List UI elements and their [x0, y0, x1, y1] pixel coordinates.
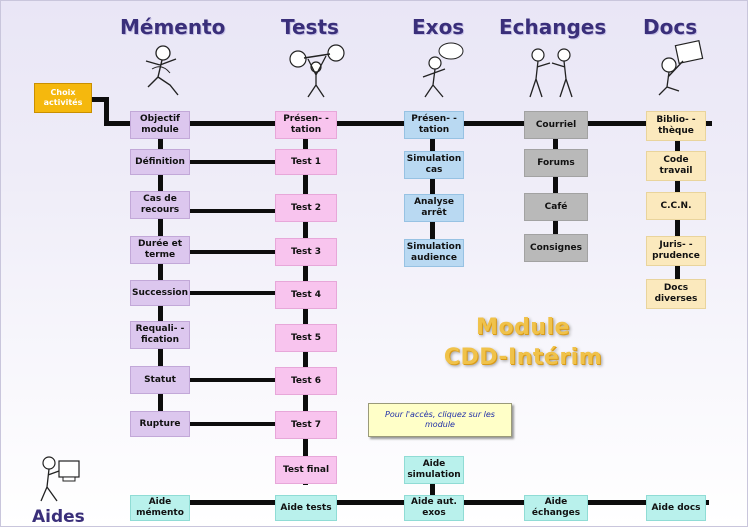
- exos-item[interactable]: Présen- -tation: [404, 111, 464, 139]
- docs-item[interactable]: Biblio- -thèque: [646, 111, 706, 141]
- aide-button[interactable]: Aide tests: [275, 495, 337, 521]
- tests-item[interactable]: Test 7: [275, 411, 337, 439]
- tests-item[interactable]: Test 1: [275, 149, 337, 175]
- connector: [188, 291, 278, 295]
- echanges-item[interactable]: Forums: [524, 149, 588, 177]
- docs-item[interactable]: C.C.N.: [646, 192, 706, 220]
- header-exos[interactable]: Exos: [412, 15, 465, 39]
- computer-user-icon[interactable]: [35, 445, 87, 505]
- memento-item[interactable]: Succession: [130, 280, 190, 306]
- docs-item[interactable]: Code travail: [646, 151, 706, 181]
- tests-item[interactable]: Test 6: [275, 367, 337, 395]
- connector: [553, 111, 558, 259]
- echanges-item[interactable]: Consignes: [524, 234, 588, 262]
- memento-item[interactable]: Statut: [130, 366, 190, 394]
- connector: [188, 250, 278, 254]
- connector: [104, 97, 109, 125]
- header-docs[interactable]: Docs: [643, 15, 698, 39]
- two-people-exchanging-icon: [529, 48, 573, 98]
- echanges-item[interactable]: Courriel: [524, 111, 588, 139]
- memento-item[interactable]: Durée et terme: [130, 236, 190, 264]
- choix-activites-button[interactable]: Choix activités: [34, 83, 92, 113]
- aide-button[interactable]: Aide échanges: [524, 495, 588, 521]
- memento-item[interactable]: Rupture: [130, 411, 190, 437]
- memento-item[interactable]: Cas de recours: [130, 191, 190, 219]
- weightlifter-icon: [289, 44, 345, 98]
- tests-item[interactable]: Test final: [275, 456, 337, 484]
- memento-item[interactable]: Requali- -fication: [130, 321, 190, 349]
- header-echanges[interactable]: Echanges: [499, 15, 607, 39]
- aide-button[interactable]: Aide docs: [646, 495, 706, 521]
- aide-button[interactable]: Aide mémento: [130, 495, 190, 521]
- connector: [92, 97, 106, 102]
- access-note: Pour l'accès, cliquez sur les module: [368, 403, 512, 437]
- header-memento[interactable]: Mémento: [120, 15, 226, 39]
- connector: [188, 422, 278, 426]
- reader-with-document-icon: [658, 39, 704, 96]
- tests-item[interactable]: Test 5: [275, 324, 337, 352]
- docs-item[interactable]: Docs diverses: [646, 279, 706, 309]
- module-title-line2: CDD-Intérim: [443, 345, 603, 370]
- thinking-figure-icon: [422, 42, 464, 98]
- docs-item[interactable]: Juris- -prudence: [646, 236, 706, 266]
- exos-item[interactable]: Aide simulation: [404, 456, 464, 484]
- connector: [188, 160, 278, 164]
- tests-item[interactable]: Test 4: [275, 281, 337, 309]
- tests-item[interactable]: Présen- -tation: [275, 111, 337, 139]
- connector: [158, 111, 163, 431]
- tests-item[interactable]: Test 2: [275, 194, 337, 222]
- exos-item[interactable]: Simulation cas: [404, 151, 464, 179]
- exos-item[interactable]: Analyse arrêt: [404, 194, 464, 222]
- connector: [188, 378, 278, 382]
- connector: [430, 111, 435, 263]
- running-figure-icon: [145, 45, 179, 96]
- tests-item[interactable]: Test 3: [275, 238, 337, 266]
- connector: [188, 209, 278, 213]
- exos-item[interactable]: Simulation audience: [404, 239, 464, 267]
- memento-item[interactable]: Objectif module: [130, 111, 190, 139]
- memento-item[interactable]: Définition: [130, 149, 190, 175]
- aide-button[interactable]: Aide aut. exos: [404, 495, 464, 521]
- echanges-item[interactable]: Café: [524, 193, 588, 221]
- aides-label: Aides: [32, 507, 85, 527]
- module-title: Module CDD-Intérim: [393, 313, 653, 373]
- header-tests[interactable]: Tests: [281, 15, 339, 39]
- module-title-line1: Module: [476, 315, 570, 340]
